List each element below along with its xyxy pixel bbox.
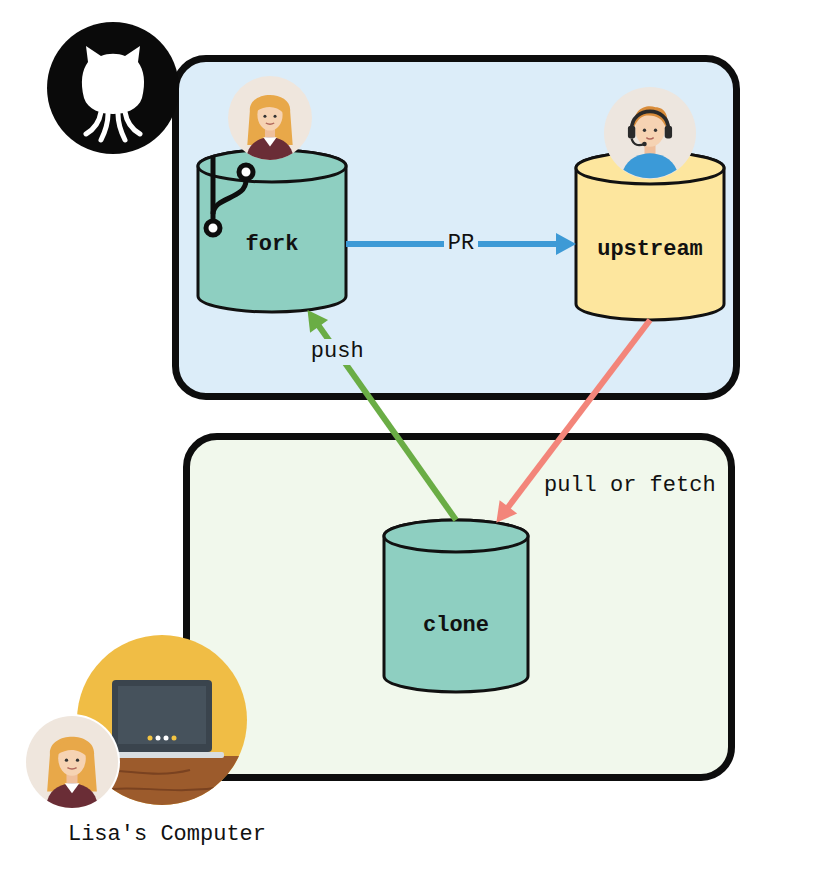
github-logo [125,112,140,134]
computer-illustration [148,736,153,741]
computer-illustration [164,736,169,741]
upstream-repo: upstream [576,152,724,320]
edge-label: pull or fetch [540,473,720,499]
fork-owner-avatar [228,76,312,160]
computer-user-avatar [24,714,120,810]
github-logo [101,114,108,140]
upstream-owner-avatar [604,87,696,179]
fork-repo: fork [198,150,346,312]
github-logo [47,22,179,154]
computer-user-avatar [26,716,118,808]
region-fill [172,55,740,400]
github-logo [86,112,140,140]
cylinder-top [576,152,724,184]
repo-name: fork [246,232,299,258]
text-holder: clone [423,613,489,639]
clone-repo: clone [384,520,528,692]
text-holder: upstream [597,237,703,263]
github-region: fork upstream [172,55,740,400]
edge-label-anchor: pull or fetch [540,473,720,499]
repo-name: upstream [597,237,703,263]
github-logo [47,22,179,154]
cylinder-body [384,520,528,692]
cylinder-top [198,150,346,182]
cylinder-outline [198,150,346,312]
branch-icon [206,221,220,235]
cylinder-top [384,520,528,552]
cylinder-body [198,150,346,312]
repo-name: clone [423,613,489,639]
edge-label: push [307,339,368,365]
computer-illustration [118,686,206,744]
computer-illustration [172,736,177,741]
github-logo [86,112,101,134]
github-logo [82,46,144,114]
computer-user-avatar [24,714,120,810]
cylinder-body [576,152,724,320]
region-caption: Lisa's Computer [52,822,282,848]
computer-illustration [112,680,212,752]
fork-owner-avatar [228,76,312,160]
cylinder-outline [384,520,528,692]
edge-label-anchor: PR [444,231,478,257]
text-holder: fork [246,232,299,258]
branch-icon [239,165,253,179]
edge-label: PR [444,231,478,257]
computer-illustration [156,736,161,741]
edge-label-anchor: push [307,339,368,365]
upstream-owner-avatar [604,87,696,179]
cylinder-outline [576,152,724,320]
text-holder: Lisa's Computer [52,822,282,848]
